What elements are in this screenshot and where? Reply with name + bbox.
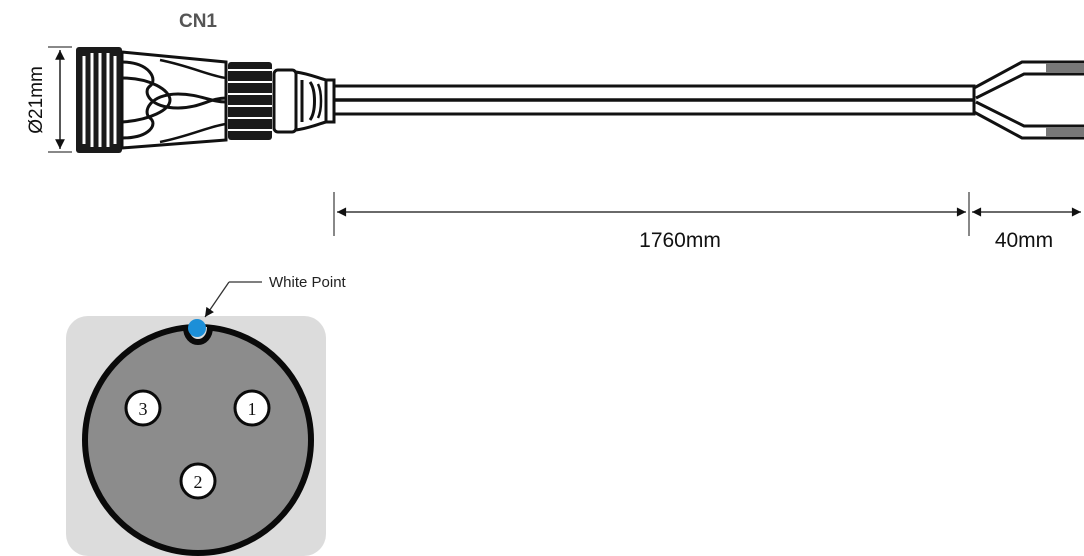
cable-jacket (332, 84, 976, 116)
pin-1-label: 1 (248, 399, 257, 419)
pin-1: 1 (233, 389, 271, 427)
stripped-end-bottom (1046, 127, 1084, 137)
pin-3: 3 (124, 389, 162, 427)
pin-3-label: 3 (139, 399, 148, 419)
diameter-label: Ø21mm (26, 66, 47, 134)
pin-2: 2 (179, 462, 217, 500)
white-point-marker (188, 319, 206, 337)
split-wires (973, 60, 1084, 140)
pinout-view: White Point 1 2 3 (66, 274, 347, 556)
coupling-ring (228, 62, 272, 140)
knurled-nut (76, 47, 122, 153)
pin-2-label: 2 (194, 472, 203, 492)
white-point-label: White Point (269, 274, 347, 291)
diameter-dimension: Ø21mm (26, 46, 72, 153)
connector-title: CN1 (179, 11, 217, 32)
cable-gland (272, 68, 336, 134)
stripped-end-top (1046, 63, 1084, 73)
connector-face (82, 324, 314, 556)
length-dimensions: 1760mm 40mm (333, 192, 1081, 252)
strip-length-label: 40mm (995, 229, 1053, 252)
cable-length-label: 1760mm (639, 229, 721, 252)
connector-body (120, 50, 228, 150)
